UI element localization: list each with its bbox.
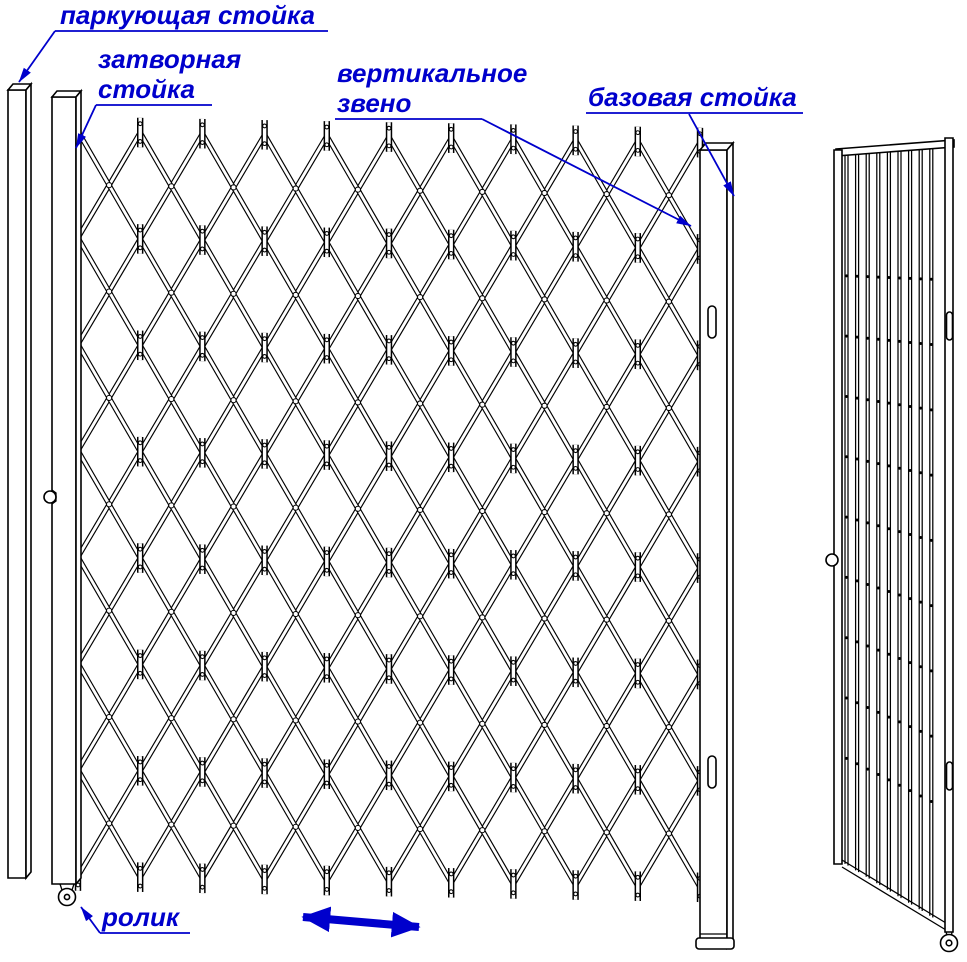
base-post [695,140,735,951]
folded-left-post [833,149,843,865]
folded-bottom-rail [841,859,947,931]
handle-bracket [51,489,57,505]
slide-direction-arrow-icon [301,906,421,938]
label-closing-post-line1: затворная [98,44,241,74]
leader-base-post [688,113,735,197]
folded-right-post [944,137,954,933]
handle-icon [825,553,839,567]
lock-slot-icon [707,755,717,789]
leader-vertical-link [481,118,692,227]
roller-icon [57,883,77,907]
label-vertical-link-line1: вертикальное [337,58,527,88]
handle-icon [43,489,57,505]
labels: паркующая стойка затворная стойка вертик… [18,0,803,938]
closing-post-side [75,88,82,887]
lock-slot-icon [945,311,954,341]
label-roller: ролик [101,902,181,932]
label-parking-post: паркующая стойка [60,0,315,30]
closing-post-face [51,96,77,885]
lock-slot-icon [945,761,954,791]
lock-slot-icon [707,305,717,339]
label-closing-post-line2: стойка [98,74,195,104]
base-post-foot [695,937,735,950]
label-vertical-link-line2: звено [337,88,411,118]
folded-top-rail [835,139,955,157]
base-post-face [699,149,728,949]
roller-axle [945,939,953,947]
leader-roller [80,906,101,934]
base-post-side [726,140,734,951]
handle-ring [43,490,57,504]
closing-post [43,88,83,907]
folded-rivets [845,274,933,803]
scissor-lattice [64,116,706,903]
extended-gate [6,81,735,951]
handle-ring [825,553,839,567]
roller-icon [939,931,959,953]
roller-axle [63,893,71,901]
parking-post [6,81,33,881]
label-base-post: базовая стойка [588,82,797,112]
parking-post-side [25,81,32,881]
leader-closing-post [75,104,97,149]
folded-gate [825,137,959,953]
leader-parking-post [18,30,56,83]
folded-links [844,148,934,918]
parking-post-face [7,89,27,879]
